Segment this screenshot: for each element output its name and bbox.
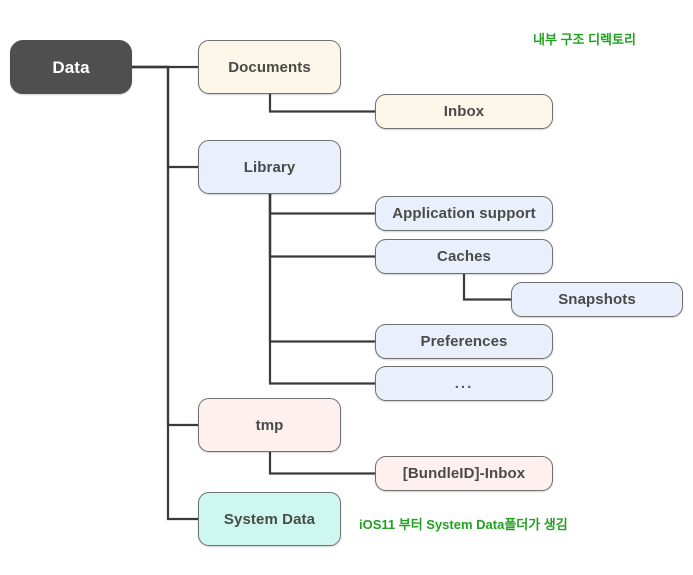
node-library[interactable]: Library	[198, 140, 341, 194]
node-label-preferences: Preferences	[420, 333, 508, 350]
edge-data-to-library	[130, 65, 200, 169]
node-inbox[interactable]: Inbox	[375, 94, 553, 129]
edge-documents-to-inbox	[268, 92, 377, 113]
node-label-tmp: tmp	[255, 416, 284, 434]
node-label-caches: Caches	[437, 248, 491, 265]
node-more[interactable]: ...	[375, 366, 553, 401]
edge-tmp-to-bundleid-inbox	[268, 450, 377, 475]
node-label-bundleid-inbox: [BundleID]-Inbox	[402, 465, 526, 482]
edge-library-to-preferences	[268, 192, 377, 343]
edge-library-to-appsupport	[268, 192, 377, 215]
node-label-documents: Documents	[228, 58, 311, 76]
node-label-inbox: Inbox	[443, 103, 485, 120]
node-bundleid-inbox[interactable]: [BundleID]-Inbox	[375, 456, 553, 491]
node-appsupport[interactable]: Application support	[375, 196, 553, 231]
node-label-appsupport: Application support	[392, 205, 536, 222]
edge-data-to-systemdata	[130, 65, 200, 521]
edge-library-to-more	[268, 192, 377, 385]
annotation-bottom-note: iOS11 부터 System Data폴더가 생김	[359, 517, 568, 532]
node-label-snapshots: Snapshots	[558, 291, 636, 308]
annotation-top-note: 내부 구조 디렉토리	[533, 32, 636, 47]
edge-library-to-caches	[268, 192, 377, 258]
edge-caches-to-snapshots	[462, 272, 513, 301]
node-documents[interactable]: Documents	[198, 40, 341, 94]
node-label-systemdata: System Data	[223, 510, 316, 528]
node-data[interactable]: Data	[10, 40, 132, 94]
node-label-more: ...	[454, 375, 474, 392]
edge-data-to-tmp	[130, 65, 200, 427]
node-label-library: Library	[243, 158, 296, 176]
node-snapshots[interactable]: Snapshots	[511, 282, 683, 317]
node-tmp[interactable]: tmp	[198, 398, 341, 452]
node-label-data: Data	[52, 57, 90, 77]
node-systemdata[interactable]: System Data	[198, 492, 341, 546]
node-preferences[interactable]: Preferences	[375, 324, 553, 359]
node-caches[interactable]: Caches	[375, 239, 553, 274]
